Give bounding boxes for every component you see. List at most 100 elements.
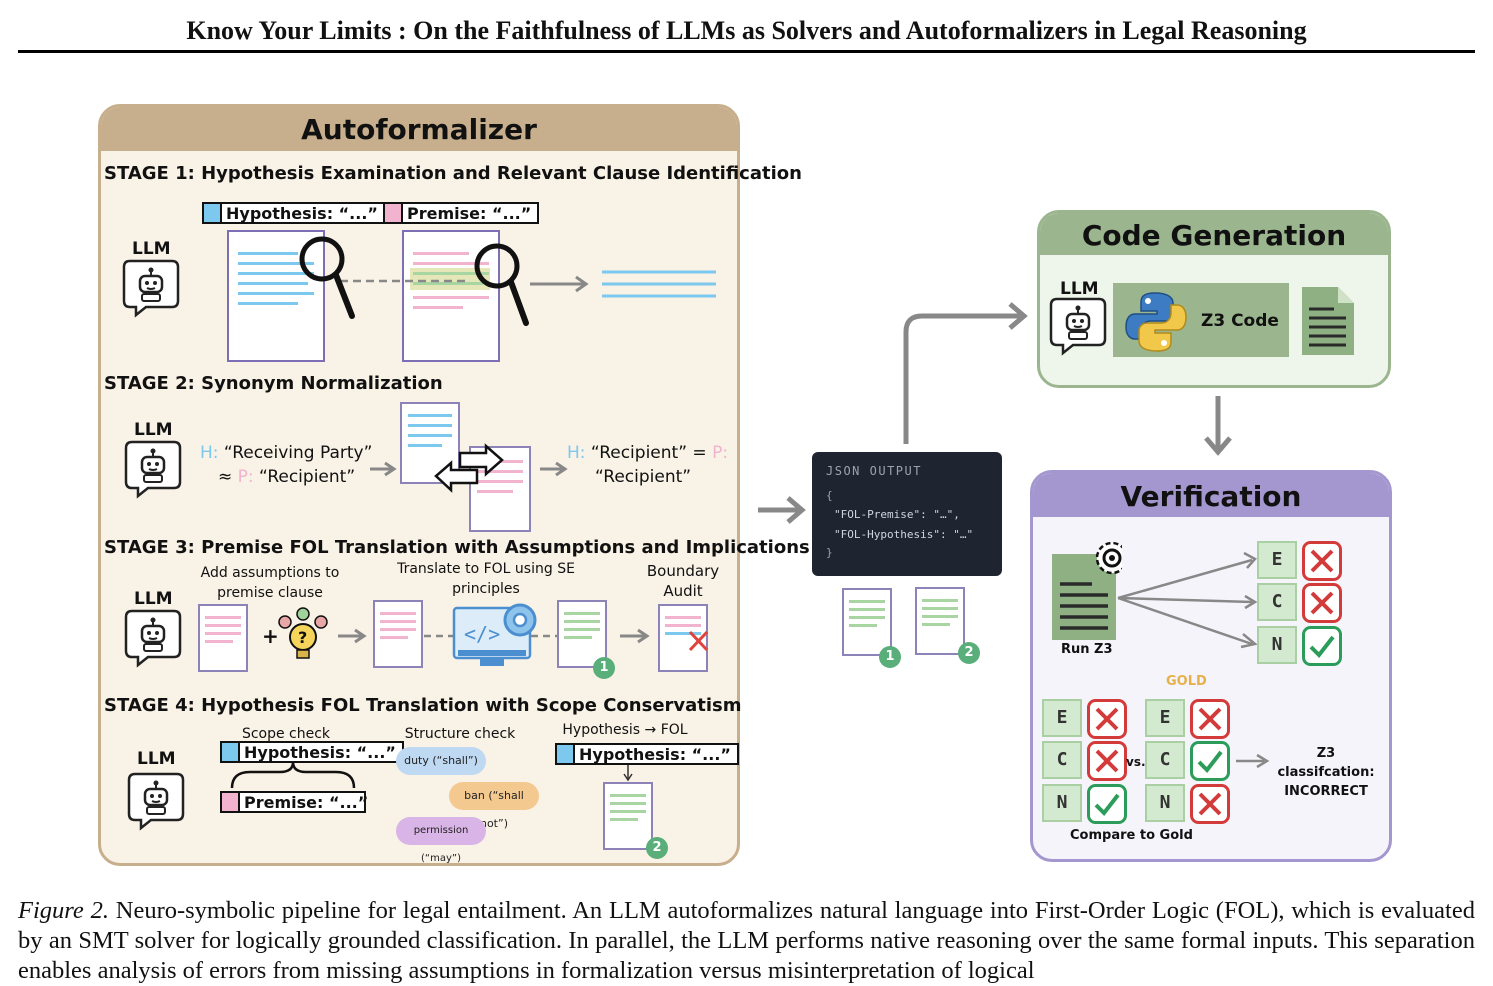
json-fol-premise: "FOL-Premise": "…", [834, 508, 960, 521]
verification-title: Verification [1033, 473, 1389, 517]
robot-icon [124, 440, 182, 499]
hypothesis-tag-text: Hypothesis: “...” [226, 204, 378, 223]
json-output-title: JSON OUTPUT [826, 464, 922, 478]
stage4-fol-doc [603, 782, 653, 850]
receiving-party-text: “Receiving Party” [223, 443, 373, 463]
hypothesis-tag-text: Hypothesis: “...” [579, 745, 731, 764]
pred-label-e: E [1145, 699, 1185, 737]
premise-tag-text: Premise: “...” [244, 793, 369, 812]
premise-swatch [385, 204, 403, 222]
hypothesis-to-fol-label: Hypothesis → FOL [562, 722, 688, 738]
code-monitor-icon: </> [452, 603, 537, 666]
scope-check-label: Scope check [241, 726, 331, 742]
header-rule [18, 50, 1475, 53]
json-open-brace: { [826, 489, 833, 502]
stage1-title: STAGE 1: Hypothesis Examination and Rele… [104, 163, 802, 184]
run-z3-label: Run Z3 [1061, 642, 1113, 657]
recipient-text: “Recipient” [259, 467, 356, 487]
z3-code-label: Z3 Code [1201, 311, 1279, 331]
json-hypothesis-fol-doc [915, 587, 965, 655]
stage3-premise-doc-2 [373, 600, 423, 668]
stage2-llm-label: LLM [134, 420, 173, 440]
hypothesis-document [227, 230, 325, 362]
autoformalizer-title: Autoformalizer [101, 107, 737, 151]
json-output-box: JSON OUTPUT { "FOL-Premise": "…", "FOL-H… [812, 452, 1002, 576]
stage4-hypothesis-tag-2: Hypothesis: “...” [555, 743, 739, 765]
gold-label-e: E [1042, 699, 1082, 737]
z3-c-cross-icon [1301, 582, 1343, 624]
recipient-equals-text: “Recipient” = [590, 443, 707, 463]
pred-e-cross-icon [1189, 698, 1231, 740]
json-badge-1: 1 [879, 646, 901, 668]
stage4-title: STAGE 4: Hypothesis FOL Translation with… [104, 695, 742, 716]
vs-label: vs. [1126, 755, 1146, 769]
z3-classification-result: Z3 classifcation: INCORRECT [1268, 744, 1384, 801]
gold-c-cross-icon [1086, 740, 1128, 782]
robot-icon [122, 259, 180, 318]
step-badge-2: 2 [646, 837, 668, 859]
code-generation-title: Code Generation [1040, 213, 1388, 255]
code-generation-panel: Code Generation LLM Z3 Code [1037, 210, 1391, 388]
z3-e-cross-icon [1301, 540, 1343, 582]
permission-pill: permission (“may”) [396, 817, 486, 864]
z3-label-e: E [1257, 541, 1297, 579]
stage1-premise-tag: Premise: “...” [383, 202, 540, 224]
z3-label-n: N [1257, 626, 1297, 664]
ban-pill: ban (“shall not”) [449, 782, 539, 830]
robot-icon [1049, 297, 1107, 356]
step-badge-1: 1 [593, 657, 615, 679]
stage1-llm-label: LLM [132, 239, 171, 259]
plus-sign: + [262, 624, 279, 648]
stage2-right-line1: H: “Recipient” = P: [567, 443, 728, 463]
run-z3-file-icon [1052, 541, 1122, 640]
classification-line2: INCORRECT [1284, 784, 1368, 799]
robot-icon [127, 772, 185, 831]
h-prefix: H: [200, 443, 219, 463]
compare-to-gold-label: Compare to Gold [1070, 828, 1193, 843]
code-llm-label: LLM [1060, 279, 1099, 299]
add-assumptions-label: Add assumptions to premise clause [200, 565, 340, 601]
gold-e-cross-icon [1086, 698, 1128, 740]
stage3-llm-label: LLM [134, 589, 173, 609]
stage4-llm-label: LLM [137, 749, 176, 769]
translate-fol-label: Translate to FOL using SE principles [397, 561, 575, 597]
structure-check-label: Structure check [404, 726, 516, 742]
stage4-hypothesis-tag: Hypothesis: “...” [220, 741, 404, 763]
hypothesis-swatch [222, 743, 240, 761]
hypothesis-tag-text: Hypothesis: “...” [244, 743, 396, 762]
hypothesis-swatch [204, 204, 222, 222]
json-fol-hypothesis: "FOL-Hypothesis": "…" [834, 528, 974, 541]
classification-line1: Z3 classifcation: [1277, 746, 1375, 780]
gold-label-n: N [1042, 784, 1082, 822]
stage2-left-line1: H: “Receiving Party” [200, 443, 372, 463]
boundary-audit-label: Boundary Audit [646, 562, 720, 600]
hypothesis-swatch [557, 745, 575, 763]
duty-pill: duty (“shall”) [396, 747, 486, 775]
caption-label: Figure 2. [18, 897, 109, 924]
premise-tag-text: Premise: “...” [407, 204, 532, 223]
stage3-fol-doc [557, 600, 607, 668]
z3-n-check-icon [1301, 625, 1343, 667]
h-prefix: H: [567, 443, 586, 463]
stage2-left-line2: ≈ P: “Recipient” [218, 467, 355, 487]
stage2-title: STAGE 2: Synonym Normalization [104, 373, 443, 394]
json-premise-fol-doc [842, 588, 892, 656]
stage3-premise-doc [198, 604, 248, 672]
p-prefix: P: [237, 467, 254, 487]
figure-header-title: Know Your Limits : On the Faithfulness o… [186, 16, 1307, 45]
python-icon [1125, 292, 1187, 352]
gold-n-check-icon [1086, 783, 1128, 825]
pred-n-cross-icon [1189, 783, 1231, 825]
stage1-hypothesis-tag: Hypothesis: “...” [202, 202, 386, 224]
z3-label-c: C [1257, 583, 1297, 621]
pred-c-check-icon [1189, 740, 1231, 782]
approx-symbol: ≈ [218, 467, 233, 487]
swap-arrows-icon [434, 443, 504, 493]
lightbulb-icon: ? [278, 607, 328, 659]
